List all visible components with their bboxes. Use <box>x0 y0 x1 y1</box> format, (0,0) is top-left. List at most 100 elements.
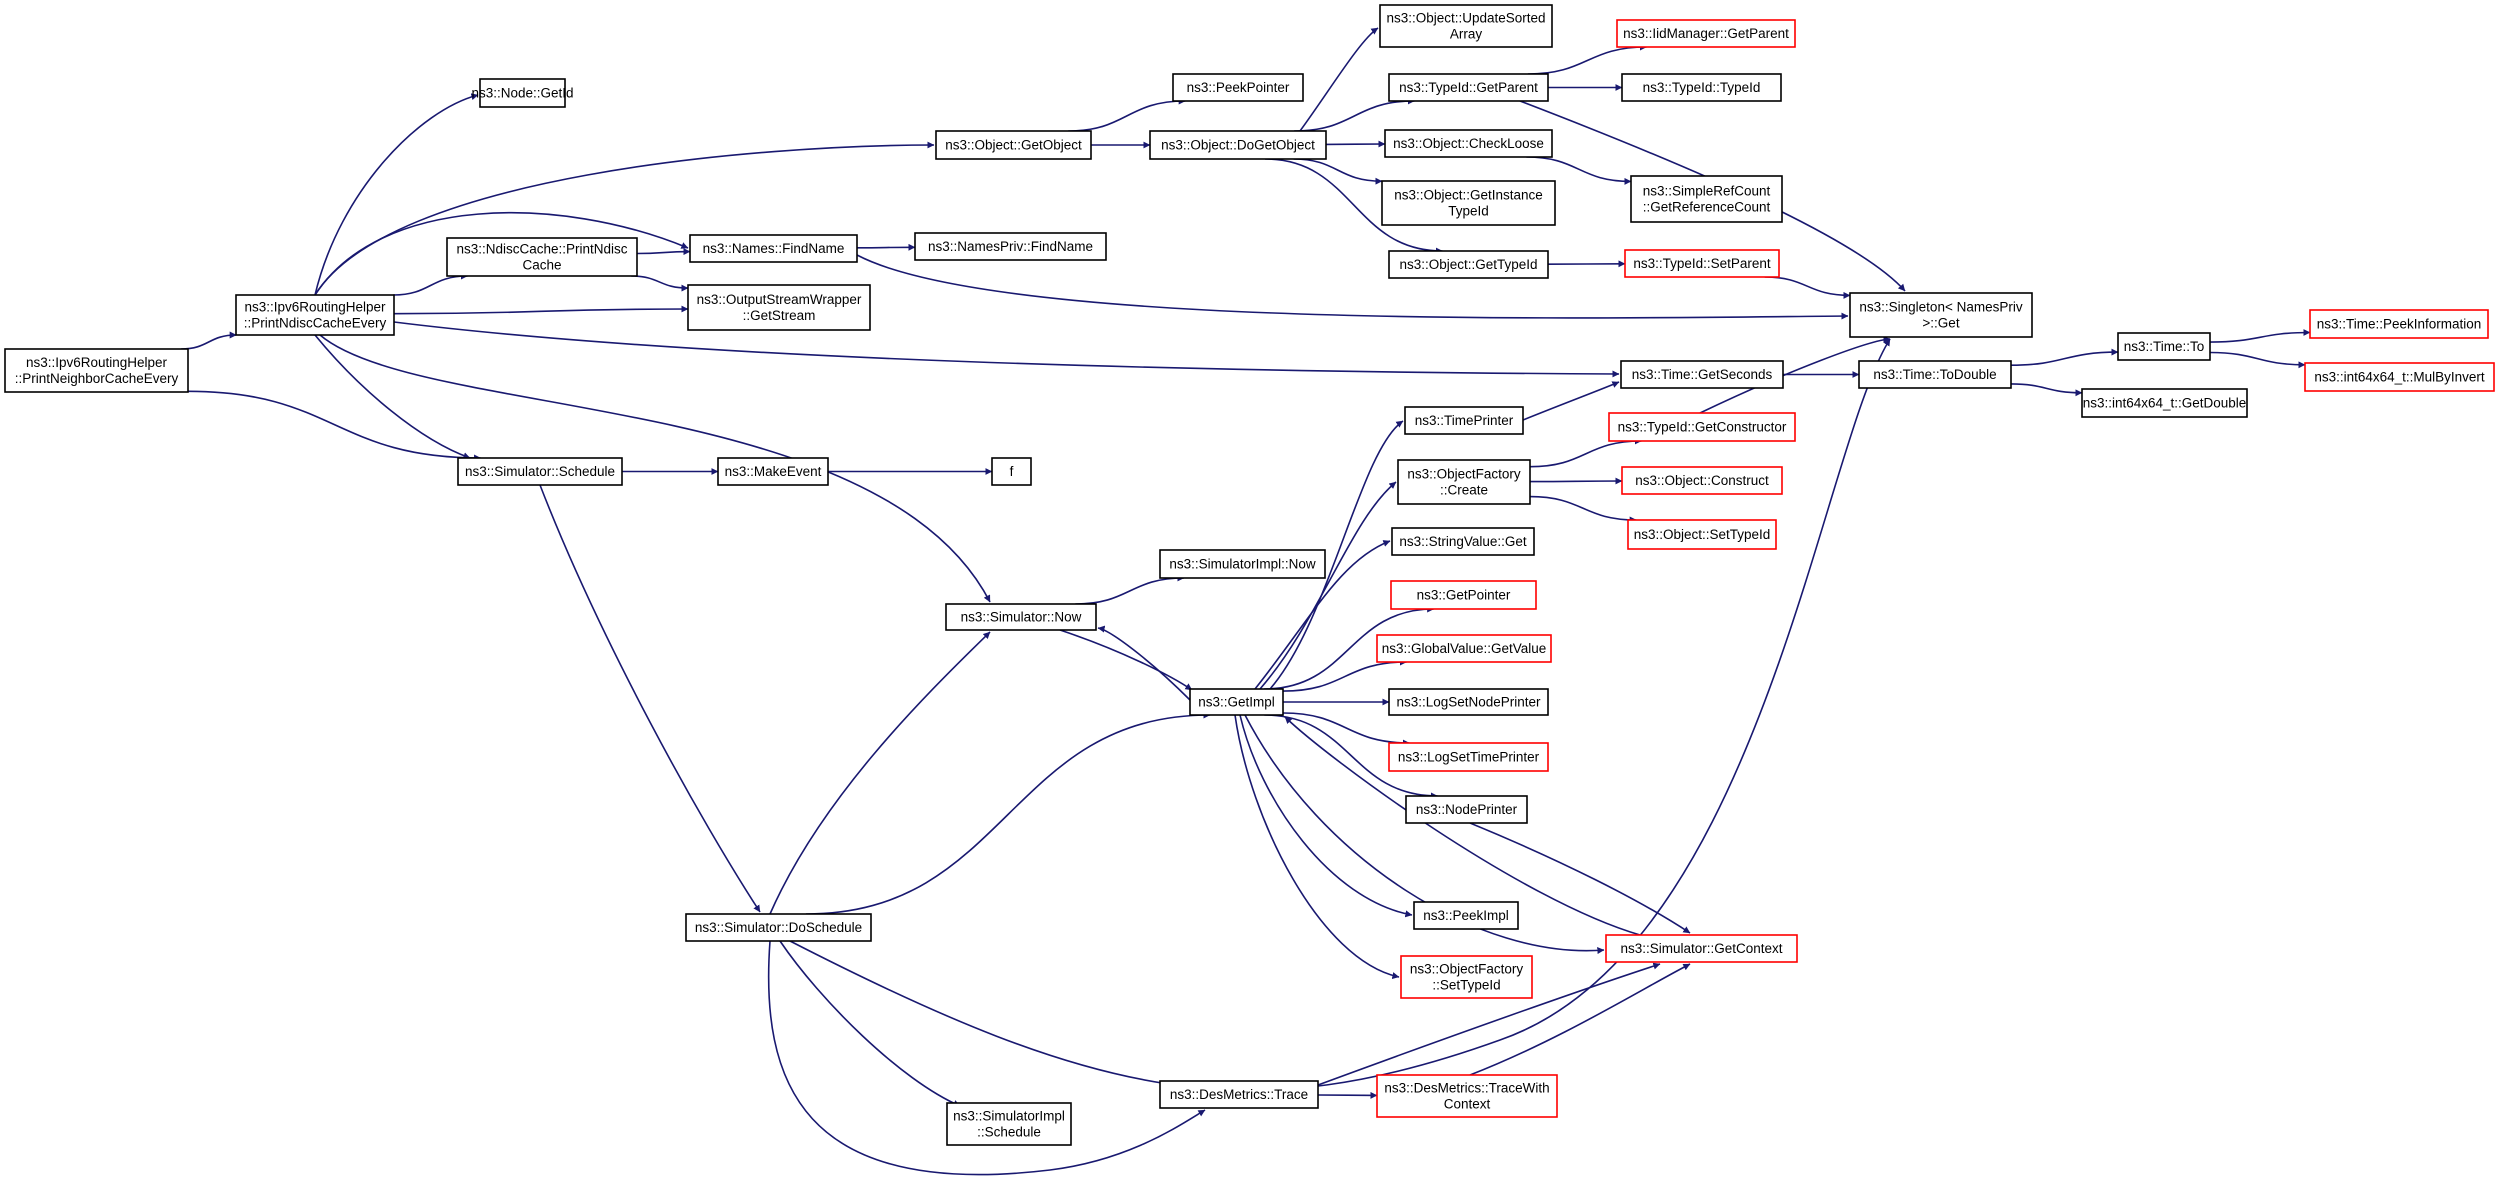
node-label: ns3::int64x64_t::MulByInvert <box>2314 370 2485 385</box>
node-ogettypeid[interactable]: ns3::Object::GetTypeId <box>1388 250 1549 279</box>
node-timegetsec[interactable]: ns3::Time::GetSeconds <box>1620 360 1784 389</box>
node-label: ns3::Simulator::GetContext <box>1620 941 1782 956</box>
edge-dogetobject-to-tgetparent <box>1294 97 1415 132</box>
node-box <box>1849 292 2033 338</box>
node-box <box>1172 73 1304 102</box>
node-getpointer[interactable]: ns3::GetPointer <box>1390 580 1537 610</box>
node-label: ns3::GlobalValue::GetValue <box>1382 641 1547 656</box>
node-label: ns3::TypeId::GetConstructor <box>1618 420 1787 435</box>
node-label: >::Get <box>1922 316 1959 331</box>
edge-schedule-to-doschedule <box>539 484 761 913</box>
node-getstream[interactable]: ns3::OutputStreamWrapper::GetStream <box>687 284 871 331</box>
node-typeidctor[interactable]: ns3::TypeId::TypeId <box>1621 73 1782 102</box>
node-label: ::Create <box>1440 483 1488 498</box>
node-logsetnode[interactable]: ns3::LogSetNodePrinter <box>1388 688 1549 716</box>
edge-getimpl-to-timeprinter <box>1269 420 1404 690</box>
node-box <box>946 1102 1072 1146</box>
edge-dogetobject-to-getinsttid <box>1293 158 1383 185</box>
node-destrace[interactable]: ns3::DesMetrics::Trace <box>1159 1080 1319 1109</box>
edge-ofcreate-to-objsettid <box>1529 495 1637 524</box>
node-simimplsched[interactable]: ns3::SimulatorImpl::Schedule <box>946 1102 1072 1146</box>
node-label: ns3::SimulatorImpl <box>953 1109 1065 1124</box>
node-peekimpl[interactable]: ns3::PeekImpl <box>1413 901 1519 930</box>
node-label: ns3::Object::DoGetObject <box>1161 138 1315 153</box>
node-simimplnow[interactable]: ns3::SimulatorImpl::Now <box>1159 549 1326 579</box>
node-gvgetvalue[interactable]: ns3::GlobalValue::GetValue <box>1376 634 1552 663</box>
edge-timeto-to-peekinfo <box>2209 329 2311 343</box>
node-nodeprinter[interactable]: ns3::NodePrinter <box>1405 795 1528 824</box>
node-findname[interactable]: ns3::Names::FindName <box>689 234 858 263</box>
node-tgetparent[interactable]: ns3::TypeId::GetParent <box>1388 73 1549 102</box>
node-box <box>479 78 566 108</box>
node-label: ns3::Simulator::Schedule <box>465 464 615 479</box>
node-getrefcount[interactable]: ns3::SimpleRefCount::GetReferenceCount <box>1630 175 1783 223</box>
node-f[interactable]: f <box>991 457 1032 486</box>
edge-timetodouble-to-timeto <box>2010 348 2119 366</box>
node-box <box>1388 73 1549 102</box>
node-label: ns3::LogSetTimePrinter <box>1398 750 1540 765</box>
node-dogetobject[interactable]: ns3::Object::DoGetObject <box>1149 130 1327 160</box>
node-getctor[interactable]: ns3::TypeId::GetConstructor <box>1608 412 1796 442</box>
node-svget[interactable]: ns3::StringValue::Get <box>1391 527 1535 556</box>
node-int64getdouble[interactable]: ns3::int64x64_t::GetDouble <box>2081 388 2248 418</box>
node-peekinfo[interactable]: ns3::Time::PeekInformation <box>2309 309 2489 339</box>
node-label: TypeId <box>1448 204 1489 219</box>
edge-pnce-to-simnow <box>319 334 991 603</box>
node-box <box>1390 580 1537 610</box>
node-mulbyinvert[interactable]: ns3::int64x64_t::MulByInvert <box>2304 362 2495 392</box>
node-label: ns3::int64x64_t::GetDouble <box>2083 396 2247 411</box>
node-pnce[interactable]: ns3::Ipv6RoutingHelper::PrintNdiscCacheE… <box>235 294 395 336</box>
node-tsetparent[interactable]: ns3::TypeId::SetParent <box>1624 249 1780 278</box>
node-nodegetid[interactable]: ns3::Node::GetId <box>471 78 574 108</box>
node-schedule[interactable]: ns3::Simulator::Schedule <box>457 457 623 486</box>
node-label: ns3::Object::Construct <box>1635 473 1769 488</box>
edge-checkloose-to-getrefcount <box>1526 156 1632 185</box>
edge-tsetparent-to-singletonget <box>1764 276 1851 299</box>
node-box <box>1397 459 1531 505</box>
edge-getimpl-to-gvgetvalue <box>1282 658 1407 692</box>
node-box <box>1413 901 1519 930</box>
node-simgetctx[interactable]: ns3::Simulator::GetContext <box>1605 934 1798 963</box>
node-label: ns3::Ipv6RoutingHelper <box>244 300 386 315</box>
node-box <box>1376 1074 1558 1118</box>
edge-getimpl-to-simnow <box>1097 625 1191 701</box>
edge-ndiscprint-to-getstream <box>631 275 689 292</box>
edge-getimpl-to-svget <box>1254 540 1391 690</box>
node-box <box>1381 180 1556 226</box>
node-simnow[interactable]: ns3::Simulator::Now <box>945 603 1097 631</box>
node-npfindname[interactable]: ns3::NamesPriv::FindName <box>914 232 1107 261</box>
node-label: ns3::Singleton< NamesPriv <box>1859 300 2022 315</box>
node-iidgetparent[interactable]: ns3::IidManager::GetParent <box>1616 19 1796 48</box>
node-getimpl[interactable]: ns3::GetImpl <box>1189 688 1284 716</box>
node-ndiscprint[interactable]: ns3::NdiscCache::PrintNdiscCache <box>446 237 638 277</box>
node-label: ns3::NodePrinter <box>1416 802 1518 817</box>
node-timeprinter[interactable]: ns3::TimePrinter <box>1404 406 1524 435</box>
node-checkloose[interactable]: ns3::Object::CheckLoose <box>1384 129 1553 158</box>
node-timeto[interactable]: ns3::Time::To <box>2117 332 2211 361</box>
node-ofcreate[interactable]: ns3::ObjectFactory::Create <box>1397 459 1531 505</box>
node-label: ::GetReferenceCount <box>1643 200 1771 215</box>
node-box <box>935 130 1092 160</box>
node-box <box>1605 934 1798 963</box>
edge-pnce-to-findname <box>314 211 689 296</box>
node-box <box>1858 360 2012 389</box>
node-box <box>446 237 638 277</box>
edges-layer <box>181 27 2311 1176</box>
node-label: ns3::Names::FindName <box>703 241 845 256</box>
node-objconstruct[interactable]: ns3::Object::Construct <box>1621 466 1783 495</box>
node-ofsettid[interactable]: ns3::ObjectFactory::SetTypeId <box>1400 955 1533 999</box>
node-doschedule[interactable]: ns3::Simulator::DoSchedule <box>685 913 872 942</box>
node-objsettid[interactable]: ns3::Object::SetTypeId <box>1627 519 1777 550</box>
node-label: ns3::Object::GetObject <box>945 138 1082 153</box>
node-getobject[interactable]: ns3::Object::GetObject <box>935 130 1092 160</box>
node-singletonget[interactable]: ns3::Singleton< NamesPriv >::Get <box>1849 292 2033 338</box>
node-timetodouble[interactable]: ns3::Time::ToDouble <box>1858 360 2012 389</box>
node-peekpointer[interactable]: ns3::PeekPointer <box>1172 73 1304 102</box>
node-logsettime[interactable]: ns3::LogSetTimePrinter <box>1388 742 1549 772</box>
node-box <box>1404 406 1524 435</box>
node-label: ns3::TimePrinter <box>1415 413 1514 428</box>
node-makeevent[interactable]: ns3::MakeEvent <box>717 457 829 486</box>
